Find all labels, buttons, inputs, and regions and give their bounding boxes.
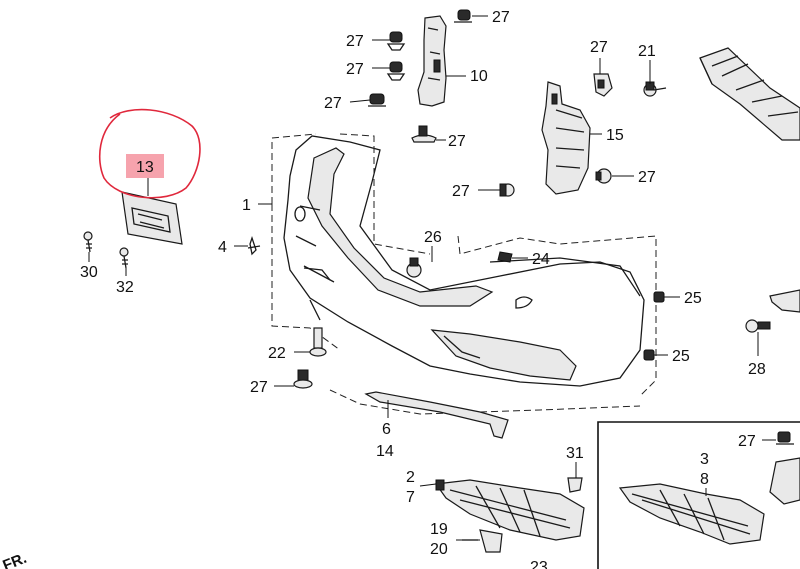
callout-3: 3 [700,451,709,468]
callout-27-inset: 27 [738,433,756,450]
callout-27-bracket-base: 27 [448,133,466,150]
screw-32 [119,247,129,269]
callout-6: 6 [382,421,391,438]
callout-27-upper-left: 27 [346,33,364,50]
clip-27-b [386,31,406,51]
clip-27-h [595,168,612,184]
bolt-21 [643,81,667,97]
clip-27-j [776,431,794,445]
callout-2: 2 [406,469,415,486]
clip-27-c [386,61,406,81]
clip-27-g [499,183,515,197]
callout-21: 21 [638,43,656,60]
callout-28: 28 [748,361,766,378]
callout-10: 10 [470,68,488,85]
leader-lines [88,15,776,541]
lower-molding-6 [364,391,509,439]
callout-7: 7 [406,489,415,506]
fog-bezel-right [769,457,800,505]
callout-1: 1 [242,197,251,214]
callout-8: 8 [700,471,709,488]
callout-19: 19 [430,521,448,538]
callout-25-lower: 25 [672,348,690,365]
detail-inset-box [597,421,800,569]
callout-27-lower-left: 27 [324,95,342,112]
dashed-guide-lines [271,133,657,415]
callout-32: 32 [116,279,134,296]
callout-27-molding-clip: 27 [250,379,268,396]
fog-grille-2 [434,479,585,541]
bolt-26 [406,257,422,278]
clip-25-a [653,291,665,303]
bracket-19-20 [462,529,503,553]
clip-4 [247,235,261,256]
side-bracket-15 [541,81,591,195]
callout-14: 14 [376,443,394,460]
clip-25-b [643,349,655,361]
callout-24: 24 [532,251,550,268]
callout-27-bracket-right: 27 [638,169,656,186]
callout-13: 13 [136,159,154,176]
screw-22 [309,327,327,357]
right-side-bracket [769,289,800,313]
clip-31 [567,477,583,493]
bolt-28 [745,319,771,333]
callout-26: 26 [424,229,442,246]
callout-labels: 27 27 27 27 27 10 27 21 27 15 27 27 13 1… [80,9,766,569]
callout-23: 23 [530,559,548,569]
screw-30 [83,231,93,253]
highlight-box [126,154,164,178]
callout-27-beam-clip: 27 [590,39,608,56]
clip-27-f [593,73,613,97]
callout-27-top-right: 27 [492,9,510,26]
callout-27-bracket-left: 27 [452,183,470,200]
bracket-10 [417,15,447,107]
clip-27-e [411,125,437,143]
license-plate-bracket-13 [121,191,183,245]
callout-22: 22 [268,345,286,362]
callout-30: 30 [80,264,98,281]
callout-31: 31 [566,445,584,462]
annotation-circle [98,108,201,199]
clip-27-i [293,369,313,389]
clip-27-a [454,9,472,23]
front-direction-label: FR. [0,550,29,569]
clip-24 [497,251,513,263]
bumper-beam [699,47,800,141]
front-bumper-face [283,135,645,387]
callout-27-mid-left: 27 [346,61,364,78]
callout-25-upper: 25 [684,290,702,307]
callout-4: 4 [218,239,227,256]
callout-15: 15 [606,127,624,144]
clip-27-d [368,93,386,107]
callout-20: 20 [430,541,448,558]
fog-grille-3 [618,483,765,545]
